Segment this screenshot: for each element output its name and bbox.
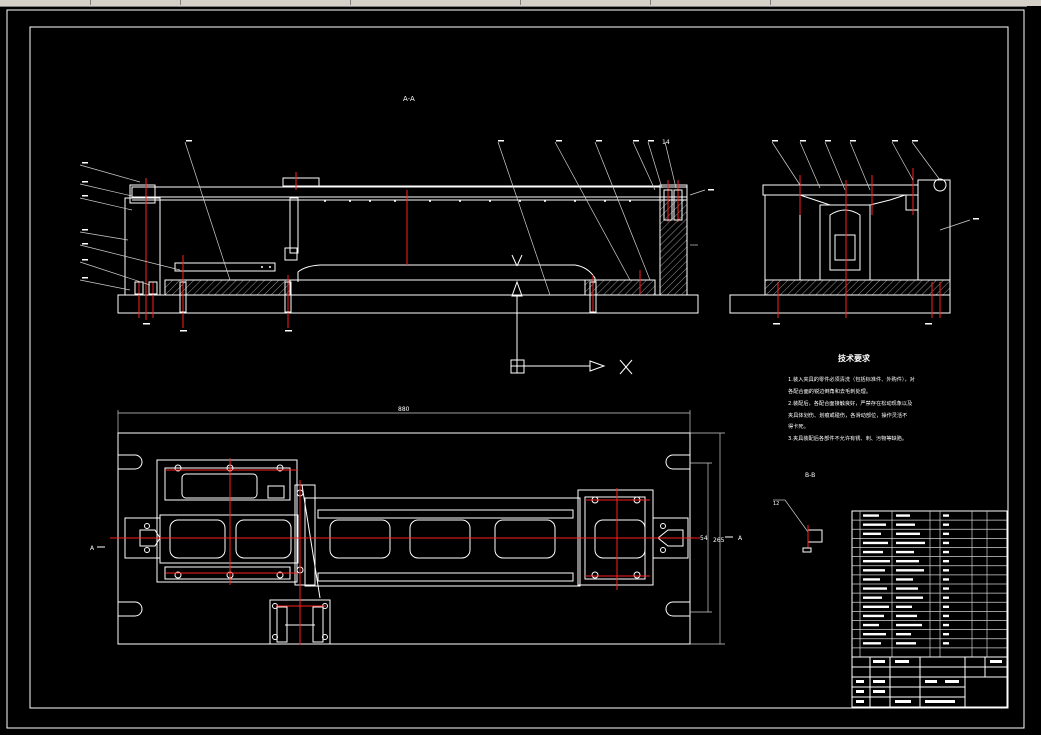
view-marker-left: A — [90, 545, 95, 552]
title-block — [851, 656, 1008, 708]
balloon-14: 14 — [662, 139, 670, 146]
tab-1[interactable] — [0, 0, 91, 5]
section-b-label: B-B — [805, 472, 815, 479]
dim-side: 54 — [700, 535, 708, 542]
tab-4[interactable] — [350, 0, 521, 5]
ucs-axis-icon — [510, 254, 633, 375]
technical-requirements: 技术要求 1.装入夹具的零件必须清洗（包括标准件、外购件），对 各配合面的锐边倒… — [788, 353, 915, 442]
window-tab-bar — [0, 0, 1041, 7]
dim-overall: 880 — [398, 406, 410, 413]
tech-line-1: 1.装入夹具的零件必须清洗（包括标准件、外购件），对 — [788, 375, 915, 383]
dim-height: 265 — [713, 537, 725, 544]
outer-sheet-border — [6, 9, 1025, 729]
tech-title: 技术要求 — [838, 353, 871, 363]
detail-b-b: B-B 12 — [773, 472, 823, 553]
tech-line-5: 得卡死。 — [788, 422, 809, 430]
tab-3[interactable] — [180, 0, 351, 5]
plan-view: 880 54 265 — [90, 406, 743, 645]
tab-6[interactable] — [650, 0, 771, 5]
front-section-view: 14 — [79, 139, 714, 332]
section-a-label: A-A — [403, 95, 415, 103]
tech-line-6: 3.夹具装配后各部件不允许有锈、刺、污物等缺陷。 — [788, 434, 907, 442]
vertical-scrollbar[interactable] — [1027, 6, 1041, 735]
balloon-12: 12 — [773, 501, 779, 507]
tech-line-3: 2.装配后，各配合面接触良好，严禁存在松动现象以及 — [788, 399, 912, 407]
view-marker-right: A — [738, 535, 743, 542]
tech-line-4: 夹具体划伤、划痕或碰伤，各滑动部位，操作灵活不 — [788, 411, 907, 419]
tab-5[interactable] — [520, 0, 651, 5]
tab-2[interactable] — [90, 0, 181, 5]
tech-line-2: 各配合面的锐边倒角和去毛刺处理。 — [788, 387, 871, 395]
parts-list-table — [851, 510, 1008, 658]
inner-sheet-border — [29, 26, 1009, 709]
side-section-view — [729, 140, 979, 325]
